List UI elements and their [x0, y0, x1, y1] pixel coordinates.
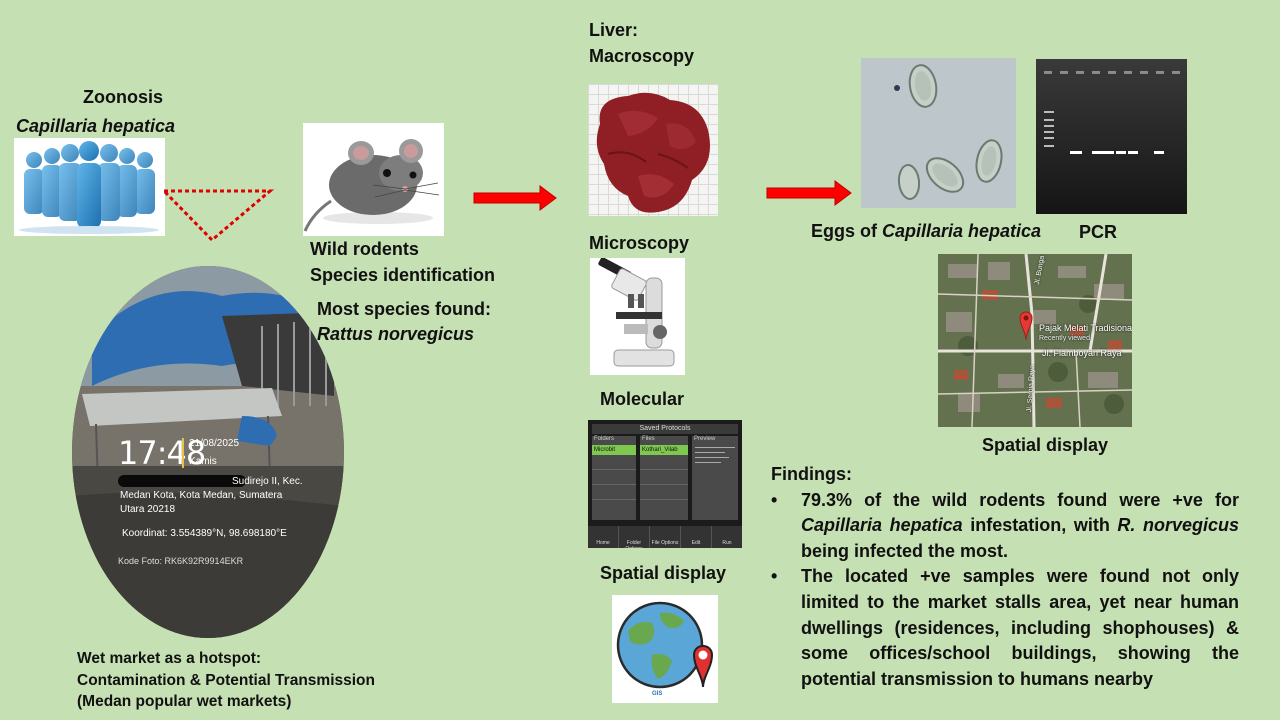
- zoonosis-species: Capillaria hepatica: [16, 116, 176, 136]
- bullet-2: •: [771, 566, 778, 587]
- zoonosis-title: Zoonosis: [83, 87, 163, 107]
- lcd-button-edit: Edit: [681, 526, 712, 548]
- photo-day: Kamis: [189, 456, 217, 467]
- findings-block: Findings: • 79.3% of the wild rodents fo…: [771, 462, 1239, 692]
- lcd-col-folders: Folders: [594, 436, 615, 442]
- findings-item-1: • 79.3% of the wild rodents found were +…: [771, 488, 1239, 565]
- photo-time: 17:48: [118, 434, 206, 472]
- lcd-header: Saved Protocols: [592, 424, 738, 434]
- findings-list: • 79.3% of the wild rodents found were +…: [771, 488, 1239, 693]
- photo-code: Kode Foto: RK6K92R9914EKR: [118, 556, 244, 566]
- finding-1-rn: R. norvegicus: [1117, 515, 1239, 536]
- lcd-file-selected: Kothari_Vilab: [640, 445, 688, 455]
- people-icon: [14, 138, 165, 236]
- lcd-button-home: Home: [588, 526, 619, 548]
- wet-market-line3: (Medan popular wet markets): [77, 693, 292, 710]
- rodents-line2: Species identification: [310, 265, 496, 285]
- macroscopy-label: Macroscopy: [589, 46, 695, 66]
- spatial-display-label-right: Spatial display: [982, 435, 1109, 455]
- eggs-caption: Eggs of Capillaria hepatica: [811, 218, 1041, 244]
- finding-1-species: Capillaria hepatica: [801, 515, 963, 536]
- eggs-micrograph: [861, 58, 1016, 208]
- transmission-triangle: [162, 189, 275, 243]
- wet-market-line1: Wet market as a hotspot:: [77, 650, 262, 667]
- molecular-device-screen: Saved Protocols Folders Microbit Files K…: [588, 420, 742, 548]
- rodents-line1: Wild rodents: [310, 239, 419, 259]
- liver-title: Liver:: [589, 20, 639, 40]
- finding-1-part-b: infestation, with: [962, 515, 1118, 536]
- map-place-name: Pajak Melati Tradisional: [1039, 323, 1132, 333]
- gis-text: GIS: [652, 691, 663, 697]
- finding-1-part-c: being infected the most.: [801, 540, 1009, 561]
- photo-date: 21/08/2025: [189, 438, 240, 449]
- lcd-button-run: Run: [722, 540, 732, 546]
- wet-market-text: Wet market as a hotspot: Contamination &…: [77, 648, 375, 713]
- gis-globe-icon: GIS: [612, 595, 718, 703]
- microscopy-label: Microscopy: [589, 233, 690, 253]
- wet-market-photo: 17:48 21/08/2025 Kamis Sudirejo II, Kec.…: [72, 266, 344, 638]
- findings-item-2: • The located +ve samples were found not…: [771, 564, 1239, 692]
- most-species-name: Rattus norvegicus: [317, 324, 475, 344]
- lcd-col-files: Files: [642, 436, 655, 442]
- photo-address-2: Medan Kota, Kota Medan, Sumatera: [120, 490, 283, 501]
- finding-1-part-a: 79.3% of the wild rodents found were +ve…: [801, 489, 1239, 510]
- wet-market-line2: Contamination & Potential Transmission: [77, 671, 375, 689]
- microscope-icon: [590, 258, 685, 375]
- most-species-label: Most species found:: [317, 299, 492, 319]
- redacted-bar: [118, 475, 246, 487]
- photo-address-3: Utara 20218: [120, 504, 176, 515]
- eggs-species: Capillaria hepatica: [882, 221, 1042, 241]
- photo-coordinates: Koordinat: 3.554389°N, 98.698180°E: [122, 528, 287, 539]
- map-street-main: Jl. Flamboyan Raya: [1042, 348, 1122, 358]
- finding-2-text: The located +ve samples were found not o…: [801, 566, 1239, 689]
- arrow-to-liver: [473, 185, 557, 211]
- arrow-to-eggs: [766, 180, 852, 206]
- bullet-1: •: [771, 489, 778, 510]
- lcd-button-folder-options: Folder Options: [619, 526, 650, 548]
- findings-title: Findings:: [771, 464, 852, 484]
- spatial-display-label-middle: Spatial display: [600, 563, 727, 583]
- pcr-label: PCR: [1079, 222, 1118, 242]
- lcd-button-file-options: File Options: [650, 526, 681, 548]
- eggs-prefix: Eggs of: [811, 221, 882, 241]
- lcd-col-preview: Preview: [694, 436, 716, 442]
- molecular-label: Molecular: [600, 389, 685, 409]
- spatial-map: Pajak Melati Tradisional Recently viewed…: [938, 254, 1132, 427]
- photo-address-1: Sudirejo II, Kec.: [232, 476, 303, 487]
- map-recently-viewed: Recently viewed: [1039, 335, 1090, 342]
- rodent-photo: [303, 123, 444, 236]
- pcr-gel: [1036, 59, 1187, 214]
- lcd-folder-selected: Microbit: [592, 445, 636, 455]
- liver-photo: [588, 84, 718, 216]
